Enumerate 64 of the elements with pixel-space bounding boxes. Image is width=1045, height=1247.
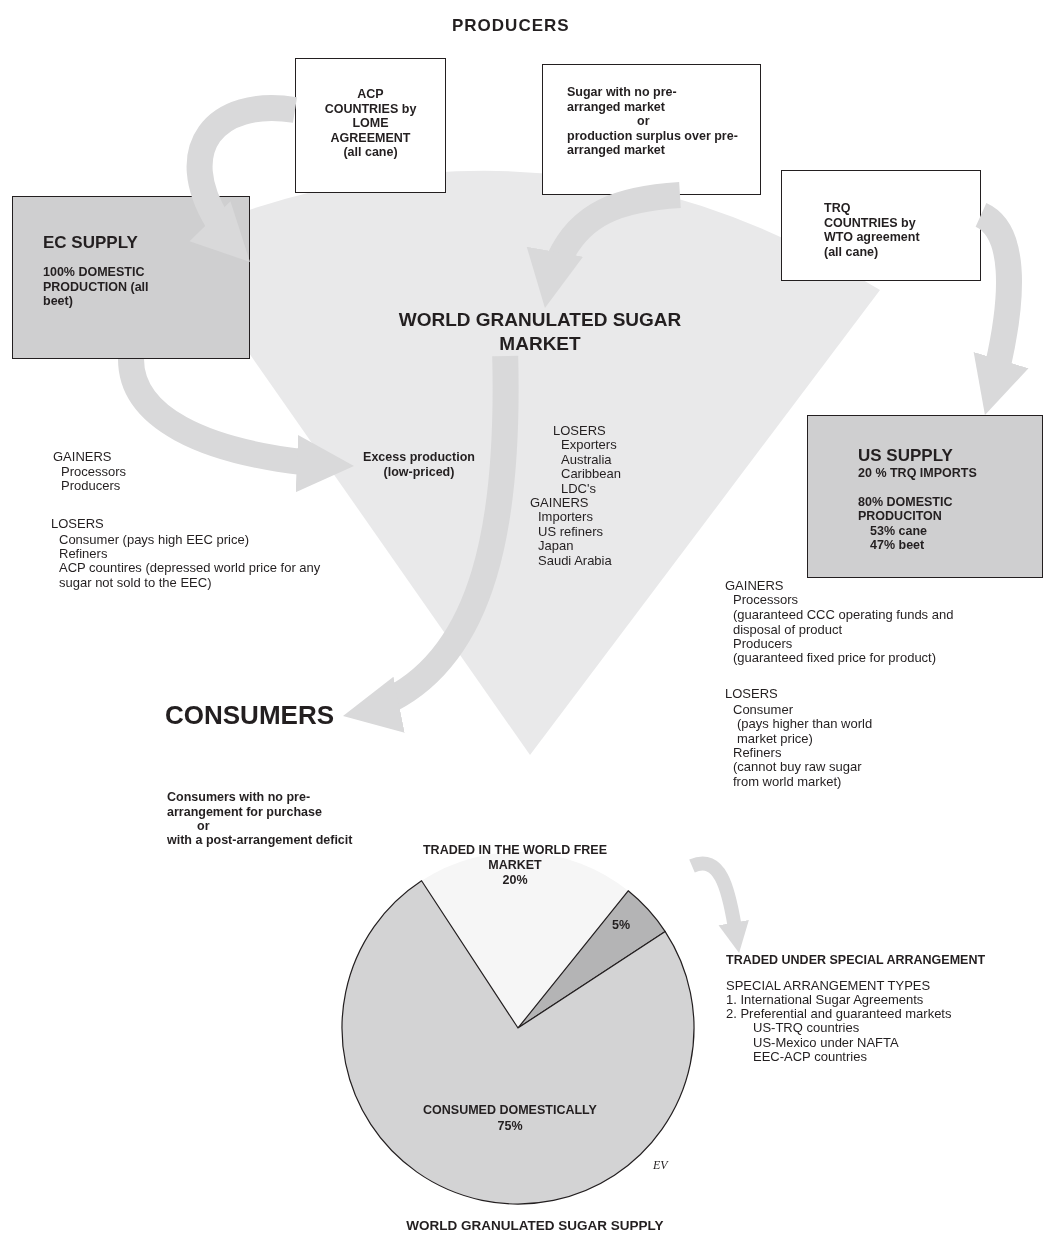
source-box <box>295 58 446 193</box>
list-text: US-Mexico under NAFTA <box>753 1036 899 1051</box>
value-label: 75% <box>496 1119 524 1134</box>
consumers-heading: CONSUMERS <box>165 700 343 732</box>
list-text: GAINERS <box>530 496 589 511</box>
list-text: (pays higher than world market price) <box>737 717 874 746</box>
list-text: US refiners <box>538 525 604 540</box>
slice-label: TRADED IN THE WORLD FREE MARKET <box>422 843 608 872</box>
list-text: 2. Preferential and guaranteed markets <box>726 1007 952 1022</box>
list-text: LOSERS <box>553 424 606 439</box>
list-text: Processors <box>733 593 799 608</box>
list-text: (guaranteed fixed price for product) <box>733 651 937 666</box>
list-text: Importers <box>538 510 593 525</box>
list-text: (guaranteed CCC operating funds and disposal of product <box>733 608 955 637</box>
box-text: TRQ COUNTRIES by WTO agreement (all cane) <box>824 201 921 259</box>
box-text: or <box>637 114 651 129</box>
list-text: LOSERS <box>51 517 104 532</box>
list-text: Exporters <box>561 438 617 453</box>
note-text: or <box>197 819 210 834</box>
source-box <box>542 64 761 195</box>
slice-label: TRADED UNDER SPECIAL ARRANGEMENT <box>726 953 988 969</box>
list-text: Producers <box>733 637 793 652</box>
list-text: Consumer <box>733 703 793 718</box>
box-text: ACP COUNTRIES by LOME AGREEMENT (all cane) <box>324 87 417 160</box>
box-text: 80% DOMESTIC PRODUCITON <box>858 494 954 524</box>
value-label: 5% <box>610 918 632 933</box>
supply-box <box>807 415 1043 578</box>
list-text: GAINERS <box>53 450 112 465</box>
heading: PRODUCERS <box>452 16 570 36</box>
list-text: Saudi Arabia <box>538 554 612 569</box>
box-heading: EC SUPPLY <box>43 233 139 253</box>
list-text: EEC-ACP countries <box>753 1050 867 1065</box>
list-text: Refiners <box>59 547 108 562</box>
list-text: Japan <box>538 539 574 554</box>
list-text: Processors <box>61 465 127 480</box>
list-text: LOSERS <box>725 687 778 702</box>
note-text: with a post-arrangement deficit <box>167 833 353 848</box>
list-text: Producers <box>61 479 121 494</box>
list-text: Australia <box>561 453 612 468</box>
box-text: 53% cane <box>870 523 928 538</box>
box-text: 20 % TRQ IMPORTS <box>858 466 978 481</box>
list-text: Caribbean <box>561 467 621 482</box>
list-text: 1. International Sugar Agreements <box>726 993 924 1008</box>
box-text: 47% beet <box>870 538 926 553</box>
box-text: 100% DOMESTIC PRODUCTION (all beet) <box>43 265 150 309</box>
list-text: ACP countires (depressed world price for any sugar not sold to the EEC) <box>59 561 322 590</box>
list-text: LDC's <box>561 482 596 497</box>
box-heading: US SUPPLY <box>858 446 954 466</box>
slice-label: CONSUMED DOMESTICALLY <box>422 1103 598 1118</box>
value-label: 20% <box>501 873 529 888</box>
list-text: Refiners <box>733 746 782 761</box>
market-heading: WORLD GRANULATED SUGAR MARKET <box>395 308 685 356</box>
box-text: production surplus over pre-arranged market <box>567 128 739 158</box>
flow-arrow <box>118 357 355 492</box>
signature: EV <box>653 1158 668 1173</box>
source-box <box>781 170 981 281</box>
list-text: Consumer (pays high EEC price) <box>59 533 250 548</box>
flow-arrow <box>690 856 750 955</box>
list-text: US-TRQ countries <box>753 1021 860 1036</box>
supply-box <box>12 196 250 359</box>
list-text: GAINERS <box>725 579 784 594</box>
list-text: SPECIAL ARRANGEMENT TYPES <box>726 979 931 994</box>
chart-title: WORLD GRANULATED SUGAR SUPPLY <box>405 1219 665 1234</box>
list-text: (cannot buy raw sugar from world market) <box>733 760 863 789</box>
